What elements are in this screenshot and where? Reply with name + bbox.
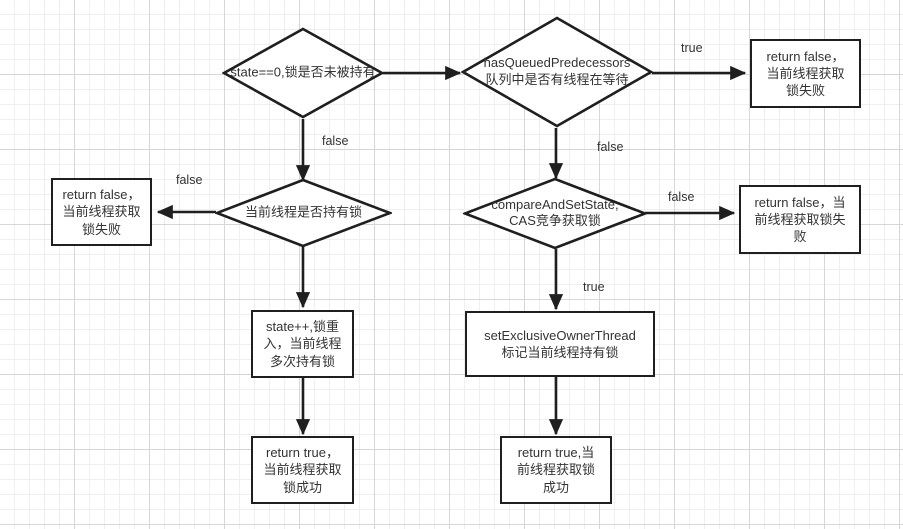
set-exclusive-owner-line-1: setExclusiveOwnerThread — [484, 327, 636, 343]
process-return-true-reentrant-text: return true， 当前线程获取 锁成功 — [263, 444, 341, 495]
edge-label-cas-true: true — [583, 280, 605, 294]
process-return-false-cas-text: return false，当 前线程获取锁失 败 — [754, 194, 845, 245]
process-return-true-acquired-text: return true,当 前线程获取锁 成功 — [517, 444, 595, 495]
return-true-reentrant-line-2: 当前线程获取 — [263, 462, 342, 478]
decision-state-check-shape — [222, 27, 384, 119]
edge-label-state-false: false — [322, 134, 349, 148]
return-false-cas-line-2: 前线程获取锁失 — [754, 211, 846, 227]
process-return-false-not-holder[interactable]: return false， 当前线程获取 锁失败 — [51, 178, 152, 246]
process-return-true-acquired[interactable]: return true,当 前线程获取锁 成功 — [500, 436, 612, 504]
edge-label-cas-false: false — [668, 190, 695, 204]
return-true-acquired-line-3: 成功 — [542, 479, 569, 495]
return-false-cas-line-1: return false，当 — [754, 194, 846, 210]
state-increment-line-3: 多次持有锁 — [269, 353, 335, 369]
return-true-reentrant-line-3: 锁成功 — [282, 479, 322, 495]
return-true-acquired-line-1: return true,当 — [517, 445, 595, 461]
decision-holds-lock-check-shape — [215, 178, 392, 248]
return-false-queued-line-2: 当前线程获取 — [766, 65, 845, 81]
process-state-increment[interactable]: state++,锁重 入，当前线程 多次持有锁 — [251, 310, 354, 378]
process-return-false-queued-text: return false， 当前线程获取 锁失败 — [766, 48, 844, 99]
process-set-exclusive-owner[interactable]: setExclusiveOwnerThread 标记当前线程持有锁 — [465, 311, 655, 377]
decision-state-check[interactable]: state==0,锁是否未被持有 — [222, 27, 384, 119]
return-false-not-holder-line-3: 锁失败 — [81, 221, 121, 237]
process-state-increment-text: state++,锁重 入，当前线程 多次持有锁 — [263, 318, 341, 369]
process-return-true-reentrant[interactable]: return true， 当前线程获取 锁成功 — [251, 436, 354, 504]
decision-compare-and-set-state[interactable]: compareAndSetState, CAS竞争获取锁 — [463, 177, 647, 250]
edge-label-queued-true: true — [681, 41, 703, 55]
decision-has-queued-predecessors-shape — [461, 16, 653, 128]
process-return-false-not-holder-text: return false， 当前线程获取 锁失败 — [62, 186, 140, 237]
return-false-cas-line-3: 败 — [793, 229, 807, 245]
state-increment-line-2: 入，当前线程 — [263, 336, 342, 352]
process-return-false-queued[interactable]: return false， 当前线程获取 锁失败 — [750, 39, 861, 108]
set-exclusive-owner-line-2: 标记当前线程持有锁 — [501, 345, 619, 360]
return-false-queued-line-1: return false， — [766, 48, 845, 64]
return-false-not-holder-line-1: return false， — [62, 187, 141, 203]
return-true-acquired-line-2: 前线程获取锁 — [516, 462, 595, 478]
decision-has-queued-predecessors[interactable]: hasQueuedPredecessors 队列中是否有线程在等待 — [461, 16, 653, 128]
return-true-reentrant-line-1: return true， — [266, 445, 339, 461]
edge-label-holds-false: false — [176, 173, 203, 187]
process-return-false-cas[interactable]: return false，当 前线程获取锁失 败 — [739, 185, 861, 254]
decision-compare-and-set-state-shape — [463, 177, 647, 250]
return-false-not-holder-line-2: 当前线程获取 — [62, 204, 141, 220]
edge-label-queued-false: false — [597, 140, 624, 154]
return-false-queued-line-3: 锁失败 — [785, 83, 825, 99]
process-set-exclusive-owner-text: setExclusiveOwnerThread 标记当前线程持有锁 — [484, 327, 636, 361]
state-increment-line-1: state++,锁重 — [266, 319, 339, 335]
decision-holds-lock-check[interactable]: 当前线程是否持有锁 — [215, 178, 392, 248]
